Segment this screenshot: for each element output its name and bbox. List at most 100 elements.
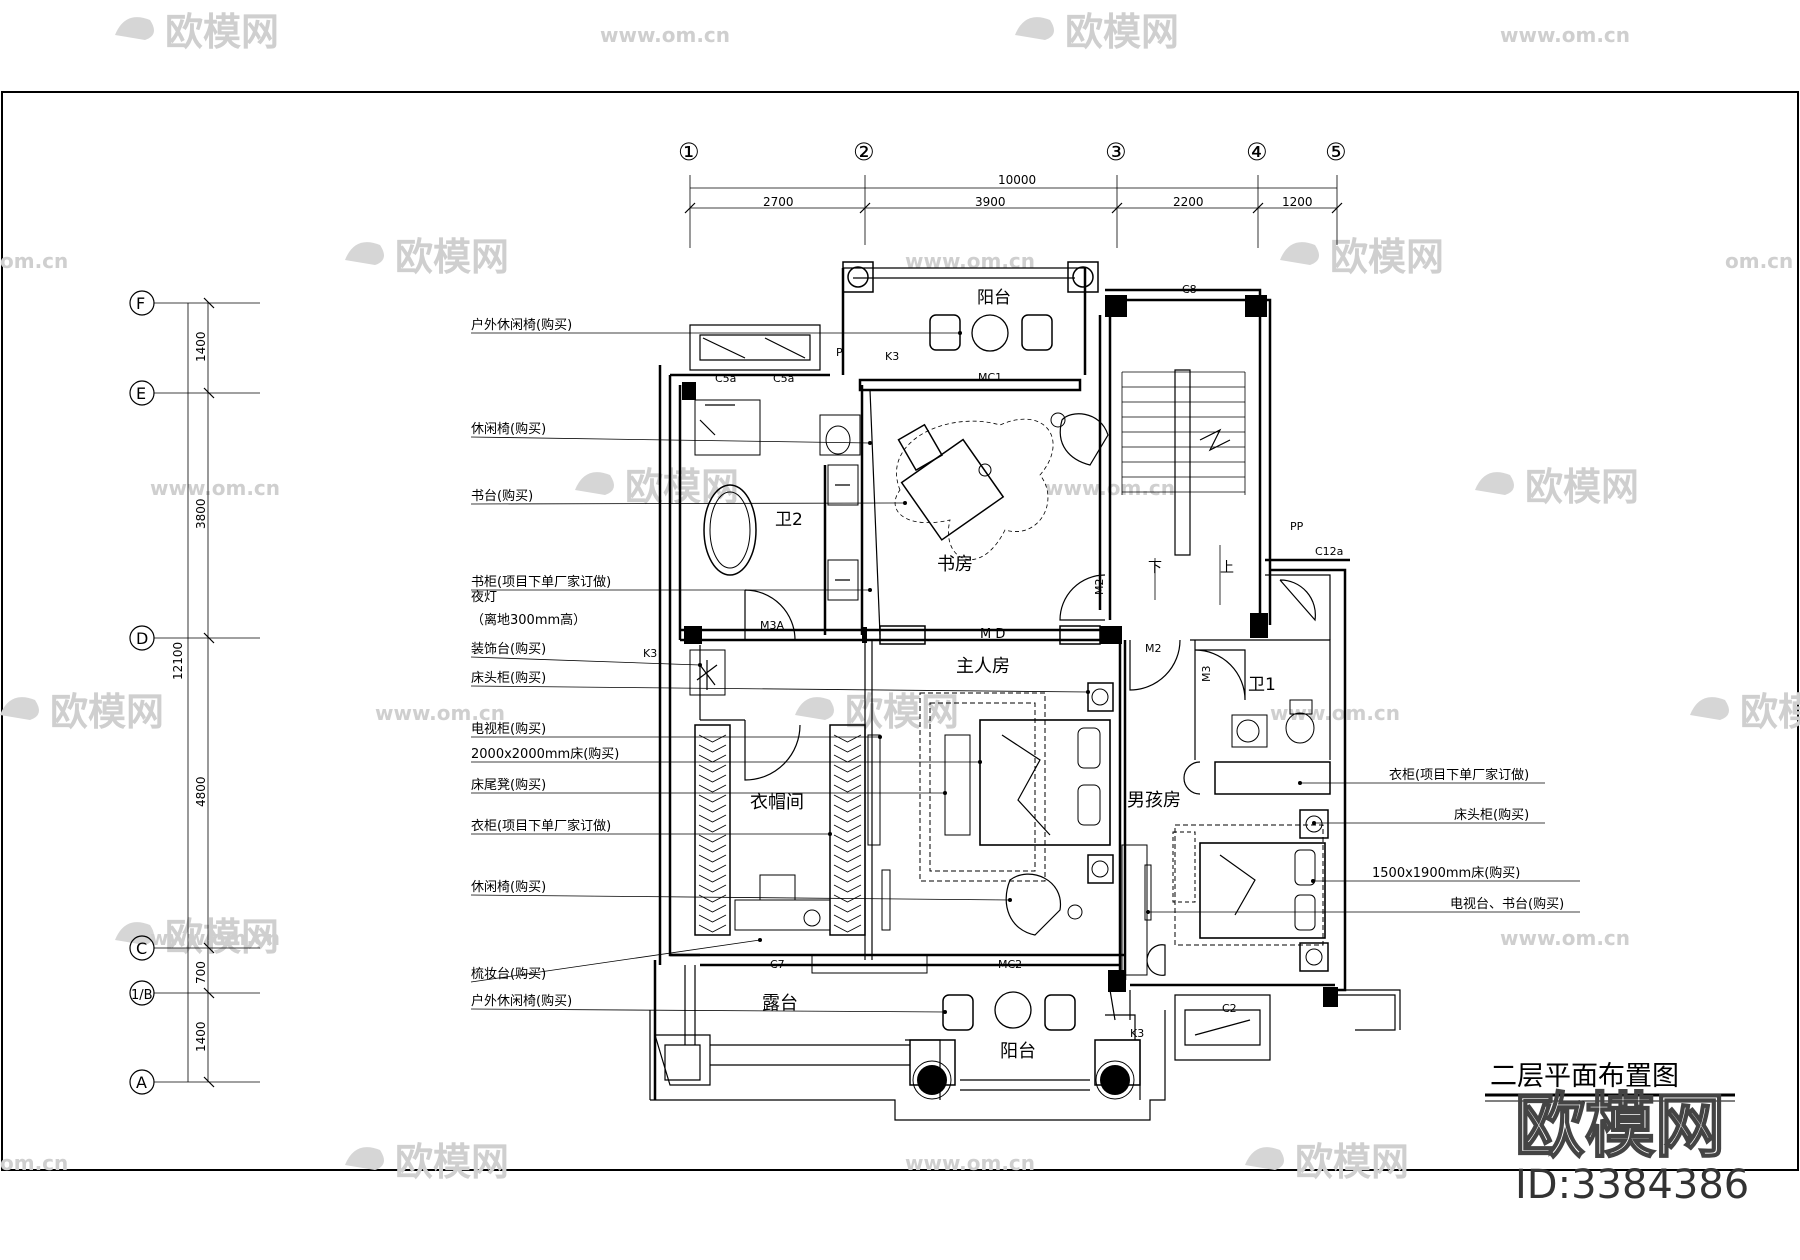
tag-k3-left: K3 — [643, 647, 657, 660]
tag-c5a-2: C5a — [773, 372, 794, 385]
svg-text:户外休闲椅(购买): 户外休闲椅(购买) — [471, 993, 572, 1009]
watermark-url: www.om.cn — [1500, 926, 1630, 950]
callout-right: 1500x1900mm床(购买) — [1372, 865, 1520, 881]
dim-left-part: 4800 — [194, 776, 208, 807]
room-bath2: 卫2 — [775, 510, 803, 530]
callout-left: 衣柜(项目下单厂家订做) — [471, 818, 611, 834]
svg-text:夜灯: 夜灯 — [471, 590, 497, 605]
axis-left-label: A — [136, 1073, 147, 1092]
watermark-url-short: om.cn — [0, 249, 68, 273]
watermark-url: www.om.cn — [600, 23, 730, 47]
callout-left: 梳妆台(购买) — [471, 966, 546, 982]
axis-top-label: ④ — [1246, 138, 1268, 166]
svg-text:电视柜(购买): 电视柜(购买) — [471, 721, 546, 737]
tag-c5a-1: C5a — [715, 372, 736, 385]
callout-right: 衣柜(项目下单厂家订做) — [1389, 767, 1529, 783]
room-bath1: 卫1 — [1248, 675, 1276, 695]
dim-left-total: 12100 — [171, 642, 185, 680]
callout-left: 户外休闲椅(购买) — [471, 993, 572, 1009]
wardrobe-mid — [829, 724, 866, 936]
watermark-url-short: om.cn — [1725, 249, 1793, 273]
dim-top-total: 10000 — [998, 173, 1036, 187]
callout-left: 夜灯 — [471, 590, 497, 605]
callout-left: 户外休闲椅(购买) — [471, 317, 572, 333]
callout-left: （离地300mm高） — [471, 612, 586, 628]
dim-left-part: 3800 — [194, 498, 208, 529]
left-callouts: 户外休闲椅(购买) 休闲椅(购买) 书台(购买) 书柜(项目下单厂家订做)夜灯 （离地3… — [471, 317, 619, 1009]
axis-top-label: ③ — [1105, 138, 1127, 166]
svg-text:床头柜(购买): 床头柜(购买) — [1454, 807, 1529, 823]
watermark-brand: 欧模网 — [165, 10, 279, 54]
watermarks: 欧模网欧模网欧模网欧模网欧模网欧模网欧模网欧模网欧模网欧模网欧模网欧模网www.… — [0, 10, 1800, 1184]
watermark-url-short: om.cn — [0, 1151, 68, 1175]
axis-left-label: F — [136, 294, 145, 313]
watermark-brand: 欧模网 — [165, 915, 279, 959]
watermark-logo-icon — [1245, 1147, 1284, 1170]
watermark-brand: 欧模网 — [1330, 235, 1444, 279]
svg-text:床头柜(购买): 床头柜(购买) — [471, 670, 546, 686]
watermark-url: www.om.cn — [375, 701, 505, 725]
room-boy: 男孩房 — [1127, 790, 1181, 811]
tag-c7: C7 — [770, 958, 785, 971]
bath1-wardrobe — [1214, 761, 1331, 795]
leader-lines-right — [1146, 781, 1580, 914]
axis-left-label: E — [136, 384, 146, 403]
dim-top-part: 3900 — [975, 195, 1006, 209]
dim-left-part: 700 — [194, 961, 208, 984]
watermark-logo-icon — [575, 472, 614, 495]
dim-top-part: 2200 — [1173, 195, 1204, 209]
watermark-logo-icon — [115, 922, 154, 945]
watermark-brand: 欧模网 — [1740, 690, 1800, 734]
tag-pp: PP — [1290, 520, 1304, 533]
svg-text:装饰台(购买): 装饰台(购买) — [471, 641, 546, 657]
svg-text:2000x2000mm床(购买): 2000x2000mm床(购买) — [471, 746, 619, 762]
room-study: 书房 — [937, 554, 973, 575]
watermark-url: www.om.cn — [905, 1151, 1035, 1175]
watermark-url: www.om.cn — [150, 476, 280, 500]
dim-left-part: 1400 — [194, 1021, 208, 1052]
tag-c8: C8 — [1182, 283, 1197, 296]
tag-m2-a: M2 — [1093, 579, 1106, 596]
tag-k3-bottom: K3 — [1130, 1027, 1144, 1040]
room-master: 主人房 — [956, 656, 1010, 677]
svg-text:梳妆台(购买): 梳妆台(购买) — [471, 966, 546, 982]
axis-top-label: ① — [678, 138, 700, 166]
callout-left: 装饰台(购买) — [471, 641, 546, 657]
svg-text:书台(购买): 书台(购买) — [471, 488, 533, 504]
watermark-logo-icon — [1475, 472, 1514, 495]
svg-text:衣柜(项目下单厂家订做): 衣柜(项目下单厂家订做) — [1389, 767, 1529, 783]
svg-text:（离地300mm高）: （离地300mm高） — [471, 612, 586, 628]
watermark-brand: 欧模网 — [845, 690, 959, 734]
tag-m3: M3 — [1200, 666, 1213, 683]
callout-right: 床头柜(购买) — [1454, 807, 1529, 823]
svg-text:休闲椅(购买): 休闲椅(购买) — [471, 421, 546, 437]
axis-left-label: 1/B — [131, 988, 153, 1003]
callout-left: 床头柜(购买) — [471, 670, 546, 686]
watermark-logo-icon — [345, 1147, 384, 1170]
watermark-brand: 欧模网 — [50, 690, 164, 734]
room-balcony-bottom: 阳台 — [1000, 1041, 1036, 1062]
callout-right: 电视台、书台(购买) — [1450, 896, 1564, 912]
watermark-id: ID:3384386 — [1515, 1162, 1749, 1208]
callout-left: 2000x2000mm床(购买) — [471, 746, 619, 762]
room-terrace: 露台 — [762, 993, 798, 1014]
dim-left-part: 1400 — [194, 331, 208, 362]
tag-mc2: MC2 — [998, 958, 1022, 971]
dim-top-part: 2700 — [763, 195, 794, 209]
columns — [682, 295, 1338, 1007]
svg-text:户外休闲椅(购买): 户外休闲椅(购买) — [471, 317, 572, 333]
watermark-url: www.om.cn — [1270, 701, 1400, 725]
stair-treads — [1121, 371, 1246, 605]
callout-left: 书柜(项目下单厂家订做) — [471, 574, 611, 590]
right-callouts: 衣柜(项目下单厂家订做) 床头柜(购买) 1500x1900mm床(购买) 电视台、书… — [1372, 767, 1564, 912]
dim-top-part: 1200 — [1282, 195, 1313, 209]
callout-left: 休闲椅(购买) — [471, 879, 546, 895]
tag-m3a: M3A — [760, 619, 784, 632]
drawing-frame — [1, 91, 1799, 1171]
svg-text:书柜(项目下单厂家订做): 书柜(项目下单厂家订做) — [471, 574, 611, 590]
svg-text:衣柜(项目下单厂家订做): 衣柜(项目下单厂家订做) — [471, 818, 611, 834]
watermark-logo-icon — [0, 697, 39, 720]
watermark-url: www.om.cn — [1500, 23, 1630, 47]
